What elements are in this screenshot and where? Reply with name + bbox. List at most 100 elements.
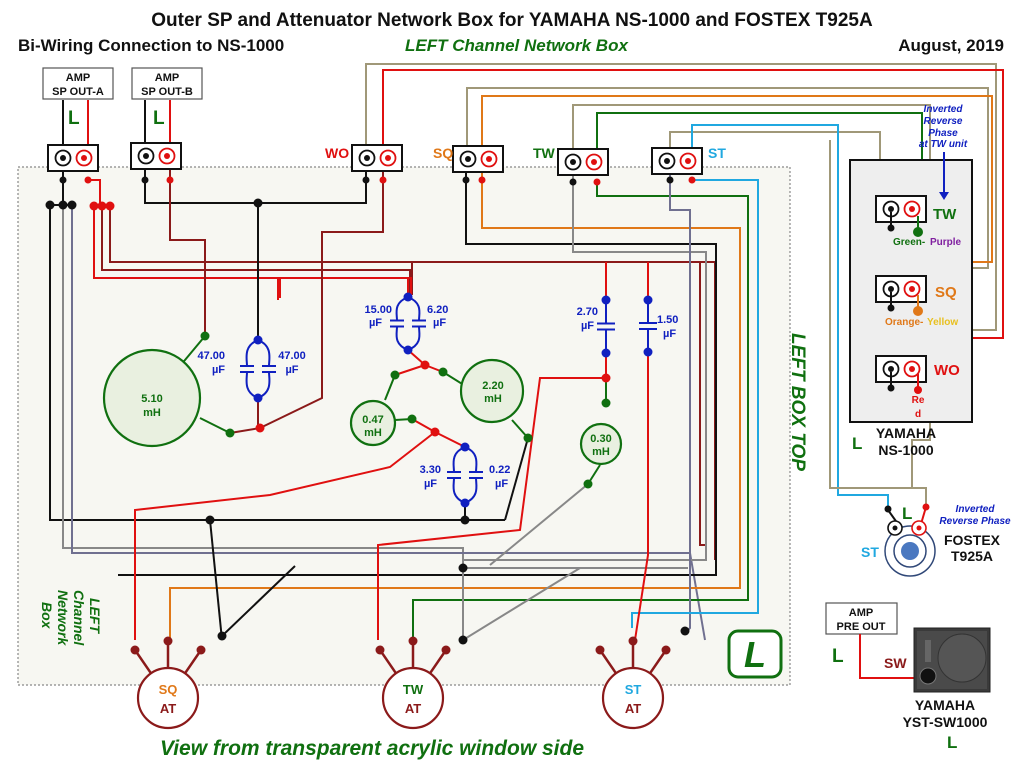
- fostex-name-2: T925A: [951, 548, 993, 564]
- fostex-note-2: Reverse Phase: [939, 516, 1011, 527]
- negative-post-center: [888, 286, 894, 292]
- amp-a-line1: AMP: [66, 72, 90, 84]
- positive-post-center: [909, 286, 915, 292]
- attenuator-tw: [375, 636, 451, 730]
- ns-terminal-dot: [887, 384, 895, 392]
- subwoofer-image: [913, 627, 991, 693]
- ns-note-2: Reverse: [924, 116, 963, 127]
- attenuator-st: [595, 636, 671, 730]
- capacitor-node: [253, 393, 263, 403]
- diagram-title: Outer SP and Attenuator Network Box for …: [151, 10, 873, 31]
- fostex-st-label: ST: [861, 544, 879, 560]
- cap-c4-unit: µF: [433, 317, 446, 329]
- inductor-l4-value: 0.30: [590, 433, 611, 445]
- side-label-line2: Channel: [71, 590, 87, 646]
- junction-dot: [67, 200, 77, 210]
- fostex-note-1: Inverted: [956, 504, 996, 515]
- ns-tw-label: TW: [933, 206, 957, 223]
- terminal-amp-a: [47, 144, 99, 172]
- badge-letter: L: [744, 634, 766, 675]
- junction-dot: [593, 178, 601, 186]
- att-st-bottom: AT: [625, 701, 641, 716]
- amp-pre-out: AMP PRE OUT L: [825, 602, 898, 667]
- side-label-line4: Box: [39, 602, 55, 630]
- attenuator-lug: [648, 649, 668, 674]
- left-box-top-text: LEFT BOX TOP: [787, 333, 808, 471]
- cap-c3-unit: µF: [369, 317, 382, 329]
- ns-name-2: NS-1000: [878, 442, 933, 458]
- left-channel-badge: L: [727, 629, 783, 679]
- cap-c8-unit: µF: [663, 328, 676, 340]
- amp-pre-line1: AMP: [849, 607, 873, 619]
- junction-dot: [225, 428, 235, 438]
- ns-terminal-tw: [875, 195, 927, 223]
- junction-dot: [680, 626, 690, 636]
- junction-dot: [217, 631, 227, 641]
- inductor-2-20mh: 2.20 mH: [459, 358, 525, 424]
- junction-dot: [458, 563, 468, 573]
- ns-name-1: YAMAHA: [876, 425, 936, 441]
- junction-dot: [45, 200, 55, 210]
- wire-subwoofer: [859, 634, 914, 679]
- attenuator-lug-dot: [661, 645, 671, 655]
- junction-dot: [462, 176, 470, 184]
- att-tw-top: TW: [403, 682, 424, 697]
- capacitor-node: [253, 335, 263, 345]
- ns-note-1: Inverted: [924, 104, 964, 115]
- capacitor-node: [601, 295, 611, 305]
- diagram-date: August, 2019: [898, 36, 1004, 55]
- negative-post-center: [570, 159, 576, 165]
- junction-dot: [523, 433, 533, 443]
- negative-post-center: [143, 153, 149, 159]
- subwoofer-name-1: YAMAHA: [915, 697, 975, 713]
- cap-c1-value: 47.00: [197, 350, 225, 362]
- junction-dot: [458, 635, 468, 645]
- attenuator-body: [381, 666, 445, 730]
- ns-terminal-dot: [913, 227, 923, 237]
- ns-wo-label: WO: [934, 362, 960, 379]
- junction-dot: [84, 176, 92, 184]
- cap-c8-value: 1.50: [657, 314, 678, 326]
- amp-b-line2: SP OUT-B: [141, 86, 193, 98]
- footer-caption: View from transparent acrylic window sid…: [160, 737, 584, 760]
- amp-sp-out-b: AMP SP OUT-B L: [131, 67, 203, 129]
- inductor-l2-value: 2.20: [482, 380, 503, 392]
- junction-dot: [420, 360, 430, 370]
- junction-dot: [105, 201, 115, 211]
- attenuator-labels: SQ AT TW AT ST AT: [159, 682, 642, 716]
- capacitor-node: [643, 295, 653, 305]
- capacitor-pair-3-3uf: [447, 442, 483, 508]
- inductor-l3-value: 0.47: [362, 414, 383, 426]
- ns-terminal-dot: [887, 224, 895, 232]
- cap-c2-unit: µF: [285, 364, 298, 376]
- cap-c1-unit: µF: [212, 364, 225, 376]
- side-label-line1: LEFT: [87, 598, 103, 634]
- att-tw-bottom: AT: [405, 701, 421, 716]
- ns-note-3: Phase: [928, 128, 958, 139]
- junction-dot: [58, 200, 68, 210]
- junction-dot: [438, 367, 448, 377]
- junction-dot: [583, 479, 593, 489]
- junction-dot: [362, 176, 370, 184]
- fostex-name-1: FOSTEX: [944, 532, 1001, 548]
- subtitle-biwiring: Bi-Wiring Connection to NS-1000: [18, 36, 284, 55]
- amp-sp-out-a: AMP SP OUT-A L: [42, 67, 114, 129]
- attenuator-sq: [130, 636, 206, 730]
- junction-dot: [407, 414, 417, 424]
- positive-post-center: [909, 366, 915, 372]
- capacitor-pair-47uf: [240, 335, 276, 403]
- negative-post-center: [60, 155, 66, 161]
- positive-post-center: [685, 158, 691, 164]
- cap-c2-value: 47.00: [278, 350, 306, 362]
- ns-sq-wire-a: Orange-: [885, 317, 923, 328]
- inductor-l2-unit: mH: [484, 393, 502, 405]
- subtitle-left-channel: LEFT Channel Network Box: [405, 36, 629, 55]
- attenuator-lug-dot: [628, 636, 638, 646]
- terminal-st: [651, 147, 703, 175]
- cap-c7-value: 2.70: [577, 306, 598, 318]
- terminal-blocks: [47, 142, 703, 176]
- ns1000-terminals: [875, 195, 927, 394]
- inductor-l3-unit: mH: [364, 427, 382, 439]
- att-sq-bottom: AT: [160, 701, 176, 716]
- junction-dot: [390, 370, 400, 380]
